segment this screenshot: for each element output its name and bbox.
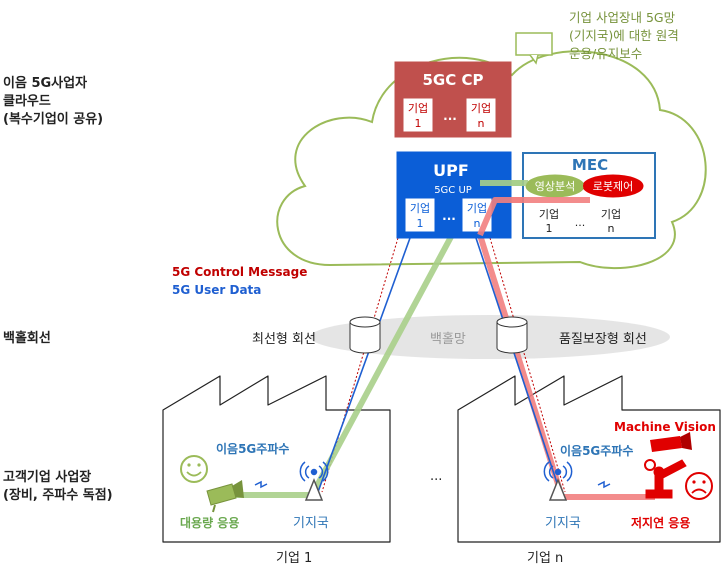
wireless-signal-1-icon <box>254 480 268 489</box>
cp-title: 5GC CP <box>423 71 484 89</box>
camera-icon <box>206 480 244 513</box>
base-station-1-icon <box>299 461 329 501</box>
qos-label: 품질보장형 회선 <box>559 332 647 347</box>
monitor-icon <box>515 32 553 65</box>
backhaul-net-label: 백홀망 <box>430 332 466 347</box>
site1-freq-label: 이음5G주파수 <box>216 441 289 456</box>
smiley-face-icon <box>180 455 208 483</box>
upf-entn-num: n <box>474 217 481 230</box>
siten-freq-label: 이음5G주파수 <box>560 443 633 458</box>
mec-entn-num: n <box>608 222 615 235</box>
siten-bs-label: 기지국 <box>545 516 581 531</box>
site1-name: 기업 1 <box>276 551 312 566</box>
mec-entn-label: 기업 <box>601 208 621 221</box>
callout-text: 기업 사업장내 5G망 (기지국)에 대한 원격 운용/유지보수 <box>569 10 679 61</box>
svg-text:(장비, 주파수 독점): (장비, 주파수 독점) <box>3 487 113 503</box>
user-data-lines <box>317 237 561 493</box>
upf-subtitle: 5GC UP <box>434 185 472 196</box>
qos-cylinder <box>496 316 528 354</box>
mec-ellipsis: ... <box>575 216 586 229</box>
sad-face-icon <box>685 472 713 500</box>
mec-ent1-label: 기업 <box>539 208 559 221</box>
site-n-building <box>457 375 721 543</box>
upf-enterprise-1-box <box>404 197 436 233</box>
cp-ent1-label: 기업 <box>408 102 428 115</box>
site1-bs-label: 기지국 <box>293 516 329 531</box>
upf-ent1-num: 1 <box>417 217 424 230</box>
svg-text:이음 5G사업자: 이음 5G사업자 <box>3 75 87 91</box>
base-station-n-icon <box>543 461 573 501</box>
robot-arm-icon <box>644 459 687 499</box>
site1-app-label: 대용량 응용 <box>180 515 239 530</box>
mec-title: MEC <box>572 156 608 174</box>
upf-ent1-label: 기업 <box>410 202 430 215</box>
legend: 5G Control Message 5G User Data <box>172 265 307 297</box>
cp-entn-label: 기업 <box>471 102 491 115</box>
mec-ent1-num: 1 <box>546 222 553 235</box>
siten-name: 기업 n <box>527 551 563 566</box>
machine-vision-label: Machine Vision <box>614 420 716 434</box>
cp-ellipsis: ... <box>443 109 457 123</box>
svg-text:운용/유지보수: 운용/유지보수 <box>569 46 642 61</box>
cp-ent1-num: 1 <box>415 117 422 130</box>
upf-entn-label: 기업 <box>467 202 487 215</box>
siten-app-label: 저지연 응용 <box>631 515 690 530</box>
upf-title: UPF <box>433 161 469 180</box>
svg-text:(복수기업이 공유): (복수기업이 공유) <box>3 111 103 127</box>
left-label-cloud: 이음 5G사업자 클라우드 (복수기업이 공유) <box>3 75 103 127</box>
cp-entn-num: n <box>478 117 485 130</box>
svg-text:기업 사업장내 5G망: 기업 사업장내 5G망 <box>569 10 676 25</box>
svg-text:5G User Data: 5G User Data <box>172 283 261 297</box>
upf-ellipsis: ... <box>442 209 456 223</box>
svg-text:클라우드: 클라우드 <box>3 93 51 109</box>
left-label-backhaul: 백홀회선 <box>3 330 51 346</box>
robot-control-label: 로봇제어 <box>593 180 633 193</box>
sites-ellipsis: ... <box>430 469 442 484</box>
svg-text:(기지국)에 대한 원격: (기지국)에 대한 원격 <box>569 28 679 43</box>
left-label-customer: 고객기업 사업장 (장비, 주파수 독점) <box>3 469 113 503</box>
video-analytics-label: 영상분석 <box>535 180 575 193</box>
svg-text:5G Control Message: 5G Control Message <box>172 265 307 279</box>
machine-vision-camera-icon <box>650 432 692 452</box>
best-effort-cylinder <box>349 316 381 354</box>
cp-enterprise-n-box <box>465 97 497 133</box>
cp-enterprise-1-box <box>402 97 434 133</box>
wireless-signal-n-icon <box>597 480 611 489</box>
best-effort-label: 최선형 회선 <box>252 332 316 347</box>
svg-text:고객기업 사업장: 고객기업 사업장 <box>3 469 91 485</box>
